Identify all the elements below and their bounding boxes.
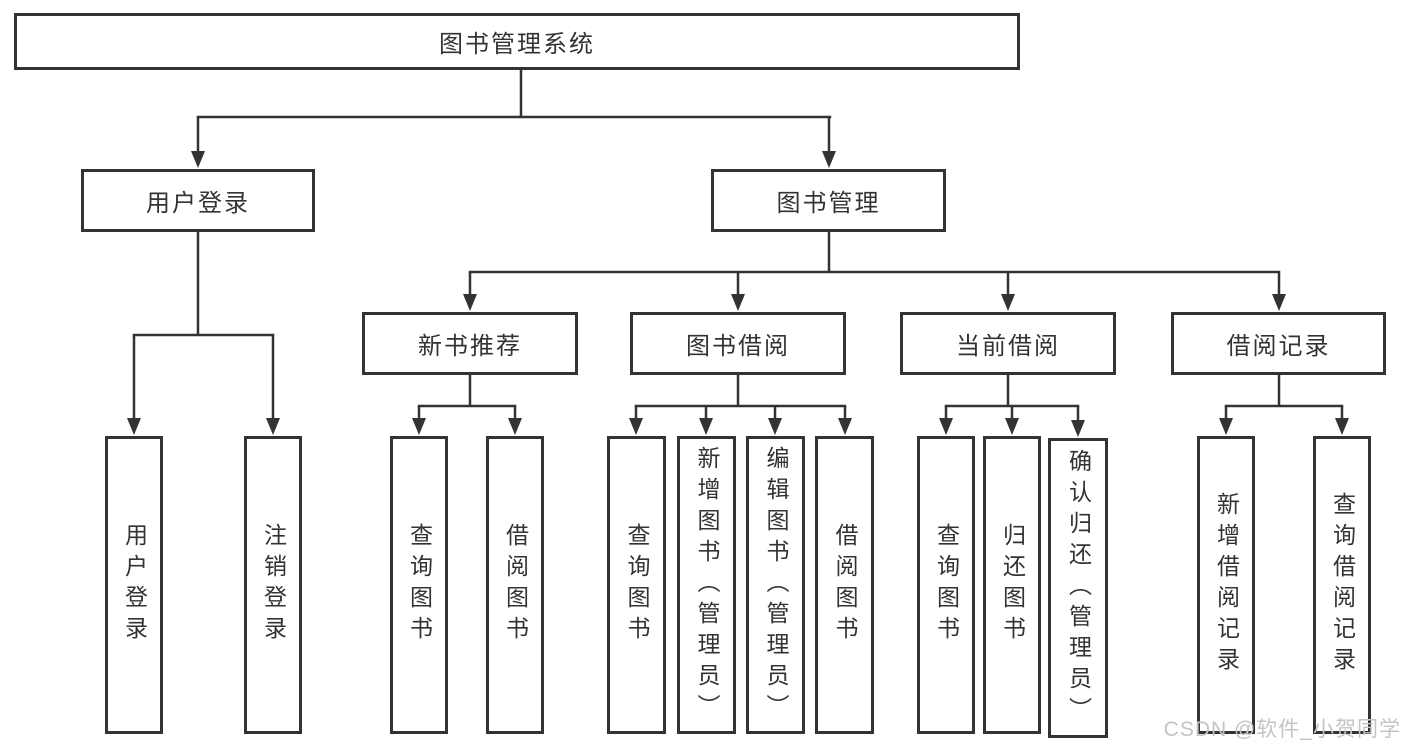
leaf-edit-books-admin: 编辑图书（管理员） bbox=[746, 436, 805, 734]
leaf-add-borrow-record: 新增借阅记录 bbox=[1197, 436, 1255, 734]
leaf-query-books-current: 查询图书 bbox=[917, 436, 975, 734]
node-new-book-recommendation: 新书推荐 bbox=[362, 312, 578, 375]
leaf-return-books: 归还图书 bbox=[983, 436, 1041, 734]
node-user-login: 用户登录 bbox=[81, 169, 315, 232]
node-current-borrowing: 当前借阅 bbox=[900, 312, 1116, 375]
node-borrowing-records: 借阅记录 bbox=[1171, 312, 1386, 375]
leaf-query-books-borrowing: 查询图书 bbox=[607, 436, 666, 734]
leaf-query-borrow-record: 查询借阅记录 bbox=[1313, 436, 1371, 734]
node-book-management: 图书管理 bbox=[711, 169, 946, 232]
leaf-confirm-return-admin: 确认归还（管理员） bbox=[1048, 438, 1108, 738]
leaf-logout: 注销登录 bbox=[244, 436, 302, 734]
leaf-query-books-recommend: 查询图书 bbox=[390, 436, 448, 734]
watermark: CSDN @软件_小贺同学 bbox=[1163, 718, 1401, 741]
leaf-add-books-admin: 新增图书（管理员） bbox=[677, 436, 736, 734]
leaf-borrow-books: 借阅图书 bbox=[815, 436, 874, 734]
node-book-borrowing: 图书借阅 bbox=[630, 312, 846, 375]
node-library-management-system: 图书管理系统 bbox=[14, 13, 1020, 70]
leaf-borrow-books-recommend: 借阅图书 bbox=[486, 436, 544, 734]
leaf-user-login: 用户登录 bbox=[105, 436, 163, 734]
